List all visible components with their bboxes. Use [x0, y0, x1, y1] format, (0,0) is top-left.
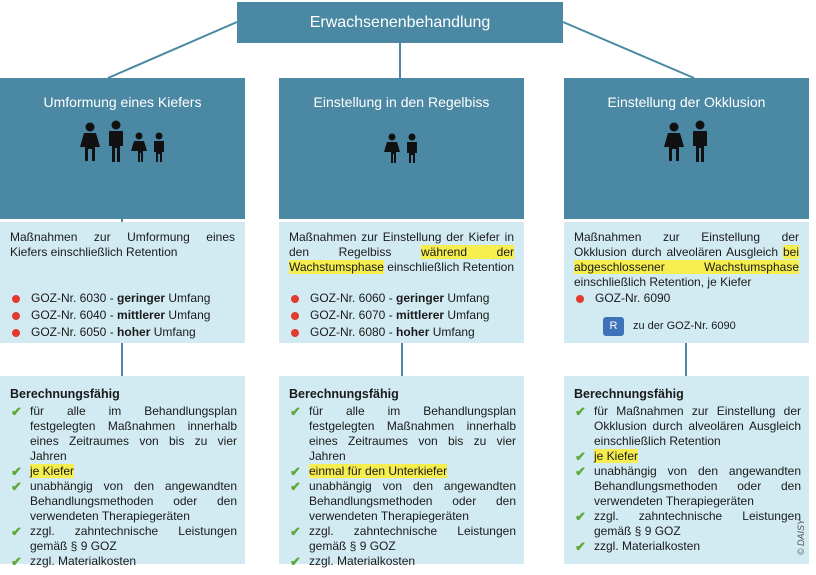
top-title: Erwachsenenbehandlung: [309, 13, 491, 31]
bullet-icon: [12, 312, 20, 320]
check-icon: ✔: [290, 464, 301, 479]
billable-item: ✔für alle im Behandlungsplan festgelegte…: [290, 404, 516, 463]
check-icon: ✔: [575, 449, 586, 464]
billable-item: ✔zzgl. Materialkosten: [290, 554, 416, 569]
column-3-header: Einstellung der Okklusion: [564, 78, 809, 219]
r-badge[interactable]: R: [603, 317, 624, 336]
bullet-icon: [291, 312, 299, 320]
column-1-goz-list: GOZ-Nr. 6030 - geringer Umfang GOZ-Nr. 6…: [10, 291, 239, 342]
billable-heading: Berechnungsfähig: [289, 387, 399, 401]
column-2-measures: Maßnahmen zur Einstellung der Kiefer in …: [279, 222, 524, 343]
goz-item: GOZ-Nr. 6060 - geringer Umfang: [289, 291, 518, 306]
column-2-goz-list: GOZ-Nr. 6060 - geringer Umfang GOZ-Nr. 6…: [289, 291, 518, 342]
billable-item: ✔je Kiefer: [11, 464, 75, 479]
goz-item: GOZ-Nr. 6050 - hoher Umfang: [10, 325, 239, 340]
column-2-description: Maßnahmen zur Einstellung der Kiefer in …: [289, 230, 515, 274]
billable-list: ✔für Maßnahmen zur Einstellung der Okklu…: [574, 404, 801, 554]
goz-item: GOZ-Nr. 6090: [574, 291, 803, 306]
billable-item: ✔für Maßnahmen zur Einstellung der Okklu…: [575, 404, 801, 448]
goz-item: GOZ-Nr. 6070 - mittlerer Umfang: [289, 308, 518, 323]
check-icon: ✔: [290, 554, 301, 569]
column-1-measures: Maßnahmen zur Umformung eines Kiefers ei…: [0, 222, 245, 343]
billable-item: ✔unabhängig von den angewandten Behandlu…: [290, 479, 516, 523]
billable-item: ✔zzgl. zahntechnische Leistungen gemäß §…: [11, 524, 237, 553]
column-1-title: Umformung eines Kiefers: [43, 94, 202, 110]
column-1-header: Umformung eines Kiefers: [0, 78, 245, 219]
billable-item: ✔einmal für den Unterkiefer: [290, 464, 448, 479]
top-title-box: Erwachsenenbehandlung: [237, 2, 563, 43]
bullet-icon: [291, 295, 299, 303]
check-icon: ✔: [290, 404, 301, 419]
two-adults-icon: [564, 120, 809, 162]
billable-item: ✔zzgl. Materialkosten: [11, 554, 137, 569]
check-icon: ✔: [575, 404, 586, 419]
bullet-icon: [576, 295, 584, 303]
billable-list: ✔für alle im Behandlungsplan festgelegte…: [289, 404, 516, 569]
column-3-title: Einstellung der Okklusion: [607, 94, 766, 110]
check-icon: ✔: [575, 509, 586, 524]
bullet-icon: [291, 329, 299, 337]
goz-item: GOZ-Nr. 6030 - geringer Umfang: [10, 291, 239, 306]
check-icon: ✔: [11, 479, 22, 494]
goz-item: GOZ-Nr. 6040 - mittlerer Umfang: [10, 308, 239, 323]
two-persons-icon: [279, 133, 524, 163]
column-3-measures: Maßnahmen zur Einstellung der Okklusion …: [564, 222, 809, 343]
r-badge-label: zu der GOZ-Nr. 6090: [633, 320, 736, 332]
billable-item: ✔je Kiefer: [575, 449, 639, 464]
column-1-description: Maßnahmen zur Umformung eines Kiefers ei…: [10, 230, 235, 259]
check-icon: ✔: [11, 464, 22, 479]
billable-item: ✔zzgl. zahntechnische Leistungen gemäß §…: [575, 509, 801, 538]
check-icon: ✔: [11, 404, 22, 419]
check-icon: ✔: [290, 479, 301, 494]
check-icon: ✔: [575, 539, 586, 554]
column-2-billable: Berechnungsfähig ✔für alle im Behandlung…: [279, 376, 524, 569]
billable-item: ✔für alle im Behandlungsplan festgelegte…: [11, 404, 237, 463]
check-icon: ✔: [11, 554, 22, 569]
check-icon: ✔: [290, 524, 301, 539]
column-3-billable: Berechnungsfähig ✔für Maßnahmen zur Eins…: [564, 376, 809, 564]
billable-heading: Berechnungsfähig: [10, 387, 120, 401]
billable-item: ✔unabhängig von den angewandten Behandlu…: [575, 464, 801, 508]
column-3-goz-list: GOZ-Nr. 6090: [574, 291, 803, 308]
copyright-notice: © DAISY: [796, 518, 806, 556]
billable-item: ✔unabhängig von den angewandten Behandlu…: [11, 479, 237, 523]
column-2-title: Einstellung in den Regelbiss: [313, 94, 490, 110]
column-3-description: Maßnahmen zur Einstellung der Okklusion …: [574, 230, 799, 289]
check-icon: ✔: [11, 524, 22, 539]
bullet-icon: [12, 295, 20, 303]
goz-item: GOZ-Nr. 6080 - hoher Umfang: [289, 325, 518, 340]
billable-list: ✔für alle im Behandlungsplan festgelegte…: [10, 404, 237, 569]
bullet-icon: [12, 329, 20, 337]
billable-heading: Berechnungsfähig: [574, 387, 684, 401]
column-2-header: Einstellung in den Regelbiss: [279, 78, 524, 219]
billable-item: ✔zzgl. Materialkosten: [575, 539, 701, 554]
check-icon: ✔: [575, 464, 586, 479]
column-1-billable: Berechnungsfähig ✔für alle im Behandlung…: [0, 376, 245, 569]
family-icon: [0, 120, 245, 162]
billable-item: ✔zzgl. zahntechnische Leistungen gemäß §…: [290, 524, 516, 553]
